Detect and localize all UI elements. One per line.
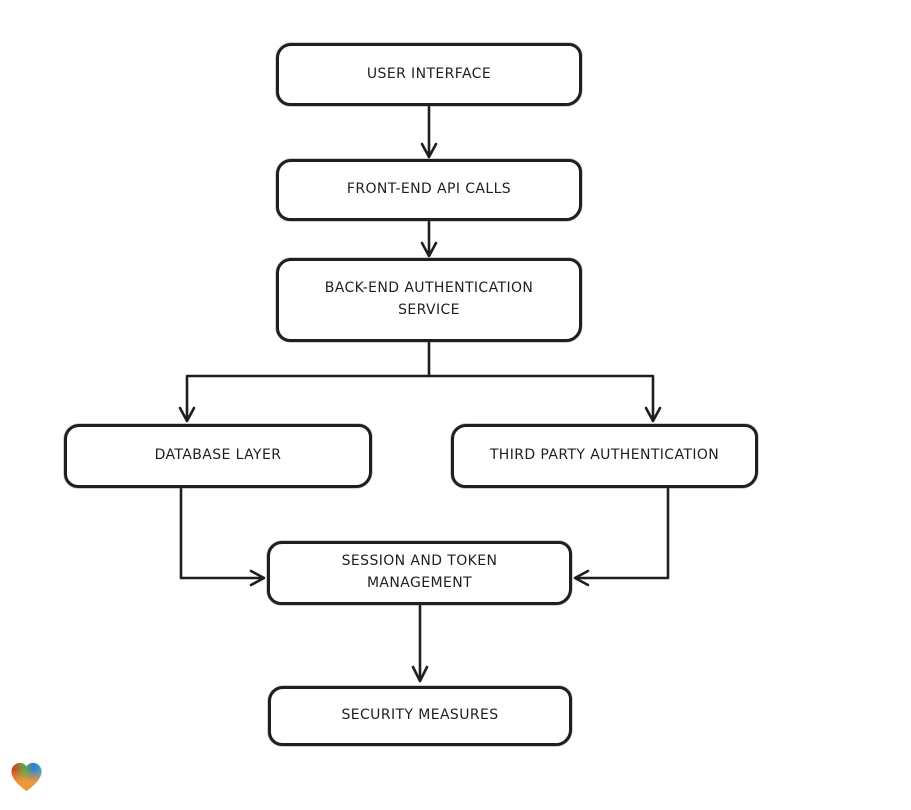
node-label: BACK-END AUTHENTICATION SERVICE: [324, 280, 534, 318]
node-database-layer[interactable]: DATABASE LAYER: [64, 424, 372, 488]
connector-front-end-api-calls-to-back-end-authentication-service: [420, 220, 438, 258]
node-security-measures[interactable]: SECURITY MEASURES: [268, 686, 572, 746]
connector-line: [185, 341, 431, 421]
node-label: FRONT-END API CALLS: [346, 181, 512, 198]
node-label: SECURITY MEASURES: [341, 707, 499, 724]
arrowhead-down-icon: [420, 241, 438, 258]
connector-back-end-authentication-service-to-database-layer: [178, 341, 431, 423]
arrowhead-left-icon: [573, 569, 590, 587]
eraser-logo[interactable]: [10, 761, 43, 793]
connector-database-layer-to-session-and-token-management: [179, 487, 266, 587]
node-session-and-token-management[interactable]: SESSION AND TOKEN MANAGEMENT: [267, 541, 572, 605]
node-label: USER INTERFACE: [366, 65, 492, 82]
connector-line: [427, 374, 655, 421]
node-label: THIRD PARTY AUTHENTICATION: [489, 447, 720, 464]
connector-third-party-authentication-to-session-and-token-management: [573, 487, 670, 587]
connector-user-interface-to-front-end-api-calls: [420, 105, 438, 159]
node-user-interface[interactable]: USER INTERFACE: [276, 43, 582, 106]
connector-line: [179, 487, 264, 580]
node-front-end-api-calls[interactable]: FRONT-END API CALLS: [276, 159, 582, 221]
heart-icon: [11, 762, 42, 792]
connector-back-end-authentication-service-to-third-party-authentication: [427, 374, 662, 423]
connector-session-and-token-management-to-security-measures: [411, 604, 429, 683]
node-third-party-authentication[interactable]: THIRD PARTY AUTHENTICATION: [451, 424, 758, 488]
arrowhead-down-icon: [420, 142, 438, 159]
node-label: SESSION AND TOKEN MANAGEMENT: [341, 553, 498, 591]
arrowhead-down-icon: [644, 406, 662, 423]
node-label: DATABASE LAYER: [154, 447, 282, 464]
arrowhead-right-icon: [249, 569, 266, 587]
arrowhead-down-icon: [178, 406, 196, 423]
arrowhead-down-icon: [411, 665, 429, 683]
node-back-end-authentication-service[interactable]: BACK-END AUTHENTICATION SERVICE: [276, 258, 582, 342]
connector-line: [575, 487, 670, 580]
